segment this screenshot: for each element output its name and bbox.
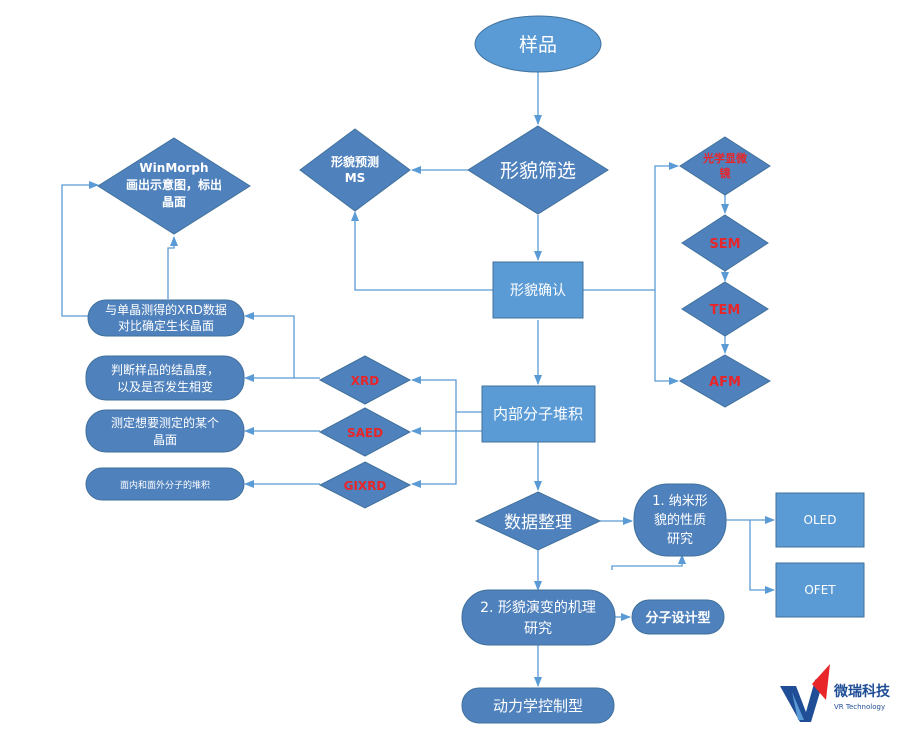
node-sem-label: SEM: [709, 237, 740, 252]
logo-name: 微瑞科技: [833, 683, 891, 700]
node-molecular-stacking[interactable]: 内部分子堆积: [481, 385, 596, 443]
node-mol-design-label: 分子设计型: [645, 610, 710, 626]
node-afm-label: AFM: [709, 375, 741, 390]
node-morph-predict-line1: 形貌预测: [331, 154, 379, 169]
node-oled-label: OLED: [804, 513, 837, 527]
node-evolution-line2: 研究: [524, 621, 552, 637]
node-saed-label: SAED: [347, 426, 383, 440]
edge-evolution-nano: [611, 554, 686, 570]
node-morph-confirm-label: 形貌确认: [510, 283, 566, 299]
node-sem[interactable]: SEM: [681, 214, 769, 272]
node-nano-property-line1: 1. 纳米形: [652, 494, 708, 509]
node-morph-screen-label: 形貌筛选: [500, 160, 576, 182]
node-nano-property[interactable]: 1. 纳米形 貌的性质 研究: [633, 483, 727, 557]
edge-confirm-optical: [583, 162, 679, 291]
node-stacking-in-out-label: 面内和面外分子的堆积: [120, 479, 210, 491]
logo-sub: VR Technology: [834, 703, 885, 711]
node-measure-face-line1: 测定想要测定的某个: [111, 415, 219, 430]
edge-compare-winmorph: [167, 236, 178, 299]
node-kinetic-label: 动力学控制型: [493, 697, 583, 715]
node-kinetic[interactable]: 动力学控制型: [461, 687, 615, 724]
node-optical-line1: 光学显微: [702, 151, 748, 165]
edge-xrd-compare: [244, 312, 295, 378]
node-morph-confirm[interactable]: 形貌确认: [492, 261, 584, 319]
node-molecular-stacking-label: 内部分子堆积: [493, 405, 583, 423]
node-nano-property-line3: 研究: [667, 532, 693, 547]
connectors: [61, 72, 775, 687]
node-gixrd[interactable]: GIXRD: [318, 461, 412, 509]
node-afm[interactable]: AFM: [679, 354, 771, 408]
node-mol-design[interactable]: 分子设计型: [631, 599, 725, 635]
node-tem-label: TEM: [710, 303, 741, 318]
edge-confirm-predict: [351, 211, 493, 291]
node-morph-screen[interactable]: 形貌筛选: [467, 125, 609, 215]
node-evolution[interactable]: 2. 形貌演变的机理 研究: [461, 589, 616, 646]
node-crystallinity-line2: 以及是否发生相变: [117, 379, 213, 394]
node-crystallinity-line1: 判断样品的结晶度，: [111, 362, 219, 377]
node-measure-face[interactable]: 测定想要测定的某个 晶面: [85, 409, 245, 453]
node-stacking-in-out[interactable]: 面内和面外分子的堆积: [85, 467, 245, 501]
node-winmorph-line1: WinMorph: [139, 161, 208, 175]
node-winmorph-line2: 画出示意图，标出: [126, 177, 222, 192]
node-optical[interactable]: 光学显微 镜: [679, 136, 771, 196]
node-tem[interactable]: TEM: [681, 281, 769, 337]
node-winmorph[interactable]: WinMorph 画出示意图，标出 晶面: [97, 137, 251, 235]
node-xrd-compare-line1: 与单晶测得的XRD数据: [105, 302, 227, 317]
node-morph-predict[interactable]: 形貌预测 MS: [299, 128, 411, 212]
edge-stacking-xrd: [411, 376, 482, 413]
node-sample-label: 样品: [519, 34, 557, 56]
node-xrd-compare[interactable]: 与单晶测得的XRD数据 对比确定生长晶面: [87, 299, 245, 337]
node-xrd[interactable]: XRD: [318, 355, 412, 405]
node-evolution-line1: 2. 形貌演变的机理: [480, 600, 596, 616]
node-optical-line2: 镜: [720, 166, 731, 180]
node-morph-predict-line2: MS: [345, 171, 366, 185]
node-gixrd-label: GIXRD: [344, 479, 387, 493]
edge-stacking-gixrd: [411, 412, 457, 488]
node-oled[interactable]: OLED: [775, 492, 865, 548]
node-winmorph-line3: 晶面: [162, 194, 186, 209]
node-nano-property-line2: 貌的性质: [654, 512, 706, 528]
company-logo: 微瑞科技 VR Technology: [780, 664, 891, 722]
node-data-arrange-label: 数据整理: [504, 513, 572, 533]
edge-confirm-afm: [654, 290, 679, 385]
node-xrd-label: XRD: [351, 374, 379, 388]
edge-nano-ofet: [749, 520, 775, 594]
node-measure-face-line2: 晶面: [153, 433, 177, 447]
node-ofet[interactable]: OFET: [775, 562, 865, 618]
node-data-arrange[interactable]: 数据整理: [474, 491, 602, 551]
node-saed[interactable]: SAED: [318, 407, 412, 457]
node-xrd-compare-line2: 对比确定生长晶面: [118, 318, 214, 333]
vr-logo-icon: [780, 664, 830, 722]
edge-compare-winmorph-loop: [61, 181, 99, 317]
node-sample[interactable]: 样品: [474, 15, 602, 73]
node-crystallinity[interactable]: 判断样品的结晶度， 以及是否发生相变: [85, 355, 245, 401]
node-ofet-label: OFET: [804, 583, 836, 597]
